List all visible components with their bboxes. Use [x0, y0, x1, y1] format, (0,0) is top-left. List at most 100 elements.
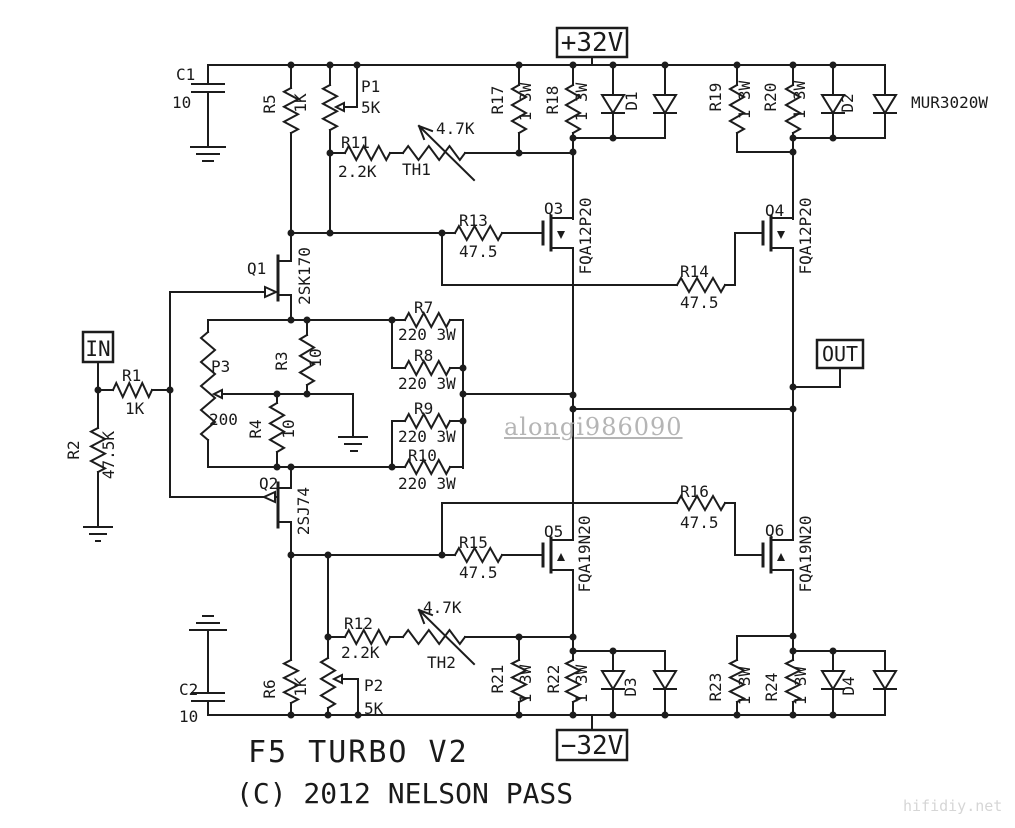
label-r15-value: 47.5 [459, 563, 498, 582]
label-r16-value: 47.5 [680, 513, 719, 532]
label-r9-ref: R9 [414, 399, 433, 418]
junction-dot [829, 711, 837, 719]
label-d1-ref: D1 [622, 91, 641, 110]
junction-dot [459, 390, 467, 398]
rail-neg-box [555, 728, 629, 762]
resistor-zigzag-icon [199, 330, 217, 442]
label-r13-ref: R13 [459, 211, 488, 230]
junction-dot [438, 551, 446, 559]
resistor-zigzag-icon [675, 493, 727, 513]
label-p3-ref: P3 [211, 357, 230, 376]
resistor-zigzag-icon [401, 628, 467, 646]
resistor-zigzag-icon [343, 143, 392, 163]
junction-dot [609, 61, 617, 69]
junction-dot [829, 647, 837, 655]
junction-dot [324, 551, 332, 559]
resistor-zigzag-icon [268, 401, 286, 454]
junction-dot [273, 463, 281, 471]
label-r21-value: 1 3W [516, 664, 535, 703]
junction-dot [569, 148, 577, 156]
label-p3-value: 200 [209, 410, 238, 429]
junction-dot [303, 390, 311, 398]
watermark-corner: hifidiy.net [903, 797, 1003, 815]
label-th1-ref: TH1 [402, 160, 431, 179]
label-r21-ref: R21 [488, 665, 507, 694]
junction-dot [388, 463, 396, 471]
label-r2-value: 47.5K [99, 431, 118, 480]
label-d4-ref: D4 [839, 676, 858, 695]
label-th1-value: 4.7K [436, 119, 475, 138]
label-r18-value: 1 3W [572, 82, 591, 121]
junction-dot [829, 61, 837, 69]
junction-dot [353, 61, 361, 69]
label-r8-ref: R8 [414, 346, 433, 365]
resistor-zigzag-icon [111, 380, 154, 400]
junction-dot [287, 229, 295, 237]
label-q4-ref: Q4 [765, 201, 784, 220]
junction-dot [166, 386, 174, 394]
resistor-zigzag-icon [563, 83, 583, 135]
label-r8-value: 220 3W [398, 374, 456, 393]
diode-d3-icon [600, 670, 678, 691]
label-r5-value: 1K [291, 93, 310, 113]
label-p2-value: 5K [364, 699, 384, 718]
label-r13-value: 47.5 [459, 242, 498, 261]
junction-dot [515, 711, 523, 719]
label-r3-value: 10 [306, 348, 325, 367]
resistor-zigzag-icon [401, 144, 467, 162]
junction-dot [324, 633, 332, 641]
resistor-zigzag-icon [563, 658, 583, 704]
junction-dot [459, 364, 467, 372]
junction-dot [789, 405, 797, 413]
junction-dot [287, 711, 295, 719]
label-rail-pos-label: +32V [561, 28, 624, 58]
label-r24-value: 1 3W [791, 666, 810, 705]
junction-dot [609, 647, 617, 655]
label-c2-value: 10 [179, 707, 198, 726]
junction-dot [569, 633, 577, 641]
label-q1-part: 2SK170 [295, 247, 314, 305]
junction-dot [661, 711, 669, 719]
p2-wiper-icon [331, 673, 343, 685]
port-out-box [815, 338, 865, 370]
resistor-layer [88, 83, 803, 710]
junction-dot [609, 134, 617, 142]
resistor-zigzag-icon [675, 275, 727, 295]
resistor-zigzag-icon [783, 658, 803, 704]
mosfet-q6-icon [761, 536, 794, 574]
label-q1-ref: Q1 [247, 259, 266, 278]
junction-dot [609, 711, 617, 719]
label-q4-part: FQA12P20 [796, 197, 815, 274]
port-boxes [81, 26, 865, 762]
label-q3-ref: Q3 [544, 199, 563, 218]
label-q2-ref: Q2 [259, 474, 278, 493]
junction-dot [569, 647, 577, 655]
label-th2-ref: TH2 [427, 653, 456, 672]
label-q6-part: FQA19N20 [796, 515, 815, 592]
label-r10-value: 220 3W [398, 474, 456, 493]
resistor-zigzag-icon [281, 658, 301, 705]
junction-dot [789, 383, 797, 391]
port-in-box [81, 330, 115, 364]
label-p1-ref: P1 [361, 77, 380, 96]
junction-dot [326, 61, 334, 69]
junction-dot [569, 61, 577, 69]
diode-d2-icon [820, 94, 898, 115]
label-r16-ref: R16 [680, 482, 709, 501]
mosfet-symbols [541, 214, 794, 574]
junction-dot [287, 463, 295, 471]
junction-dot [661, 61, 669, 69]
th1-arrow-icon [417, 124, 476, 182]
resistor-zigzag-icon [403, 411, 452, 431]
resistor-zigzag-icon [343, 627, 392, 647]
label-r12-value: 2.2K [341, 643, 380, 662]
junction-dots [94, 61, 837, 719]
junction-dot [326, 149, 334, 157]
junction-dot [789, 134, 797, 142]
junction-dot [569, 134, 577, 142]
junction-dot [273, 390, 281, 398]
junction-dot [569, 391, 577, 399]
label-q3-part: FQA12P20 [576, 197, 595, 274]
